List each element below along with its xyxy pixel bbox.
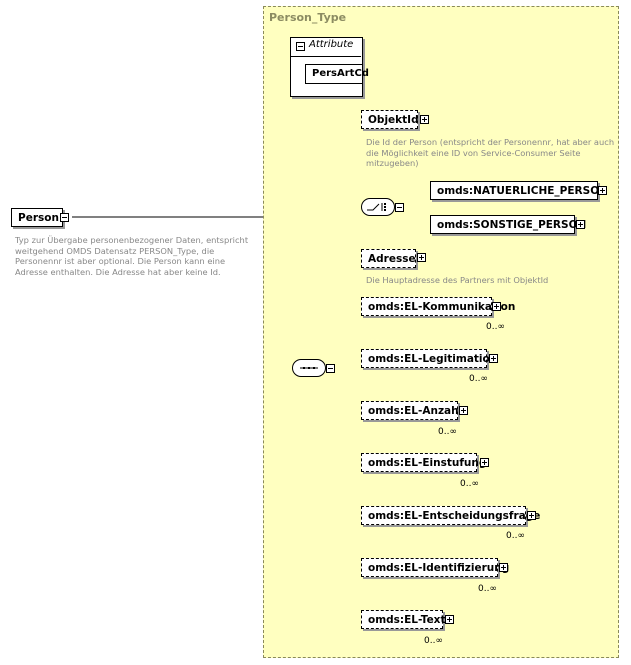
root-description: Typ zur Übergabe personenbezogener Daten… <box>15 235 249 277</box>
element-natuerliche-person[interactable]: omds:NATUERLICHE_PERSON <box>430 181 608 200</box>
element-label: omds:EL-Entscheidungsfrage <box>368 510 541 522</box>
attribute-group-divider <box>290 56 361 57</box>
choice-collapse-icon[interactable] <box>395 203 404 212</box>
element-label: omds:EL-Einstufung <box>368 457 487 469</box>
element-sonstige-person-label: omds:SONSTIGE_PERSON <box>437 219 587 231</box>
cardinality: 0..∞ <box>438 427 457 437</box>
expand-icon[interactable] <box>480 458 489 467</box>
element-el-entscheidungsfrage[interactable]: omds:EL-Entscheidungsfrage <box>361 506 540 525</box>
element-adresse-description: Die Hauptadresse des Partners mit Objekt… <box>366 275 549 285</box>
root-element-person[interactable]: Person <box>11 208 63 227</box>
expand-icon[interactable] <box>492 302 501 311</box>
attribute-collapse-icon[interactable] <box>296 42 305 51</box>
element-el-text[interactable]: omds:EL-Text <box>361 610 446 629</box>
element-label: omds:EL-Kommunikation <box>368 301 516 313</box>
sequence-collapse-icon[interactable] <box>326 364 335 373</box>
cardinality: 0..∞ <box>506 531 525 541</box>
attribute-group-label: Attribute <box>309 39 354 50</box>
element-label: omds:EL-Identifizierung <box>368 562 510 574</box>
expand-icon[interactable] <box>445 615 454 624</box>
element-el-legitimation[interactable]: omds:EL-Legitimation <box>361 349 497 368</box>
type-title: Person_Type <box>269 11 347 24</box>
root-element-label: Person <box>18 212 59 224</box>
expand-icon[interactable] <box>576 220 585 229</box>
element-el-identifizierung[interactable]: omds:EL-Identifizierung <box>361 558 509 577</box>
attribute-persartcd[interactable]: PersArtCd <box>305 64 369 84</box>
cardinality: 0..∞ <box>469 374 488 384</box>
element-objektid[interactable]: ObjektId <box>361 110 419 129</box>
expand-icon[interactable] <box>489 354 498 363</box>
cardinality: 0..∞ <box>424 636 443 646</box>
type-container <box>263 6 619 658</box>
element-label: omds:EL-Anzahl <box>368 405 463 417</box>
cardinality: 0..∞ <box>460 479 479 489</box>
choice-icon[interactable] <box>361 198 395 216</box>
cardinality: 0..∞ <box>478 584 497 594</box>
expand-icon[interactable] <box>420 115 429 124</box>
element-el-kommunikation[interactable]: omds:EL-Kommunikation <box>361 297 515 316</box>
element-objektid-label: ObjektId <box>368 114 419 126</box>
element-adresse[interactable]: Adresse <box>361 249 416 268</box>
element-label: omds:EL-Text <box>368 614 446 626</box>
element-sonstige-person[interactable]: omds:SONSTIGE_PERSON <box>430 215 586 234</box>
cardinality: 0..∞ <box>486 322 505 332</box>
collapse-icon[interactable] <box>60 213 69 222</box>
expand-icon[interactable] <box>598 186 607 195</box>
expand-icon[interactable] <box>499 563 508 572</box>
element-objektid-description: Die Id der Person (entspricht der Person… <box>366 137 615 168</box>
element-label: omds:EL-Legitimation <box>368 353 498 365</box>
element-adresse-label: Adresse <box>368 253 416 265</box>
element-natuerliche-person-label: omds:NATUERLICHE_PERSON <box>437 185 608 197</box>
expand-icon[interactable] <box>417 253 426 262</box>
expand-icon[interactable] <box>527 511 536 520</box>
element-el-einstufung[interactable]: omds:EL-Einstufung <box>361 453 486 472</box>
attribute-persartcd-label: PersArtCd <box>312 68 369 79</box>
sequence-icon[interactable] <box>292 359 326 377</box>
expand-icon[interactable] <box>459 406 468 415</box>
element-el-anzahl[interactable]: omds:EL-Anzahl <box>361 401 462 420</box>
